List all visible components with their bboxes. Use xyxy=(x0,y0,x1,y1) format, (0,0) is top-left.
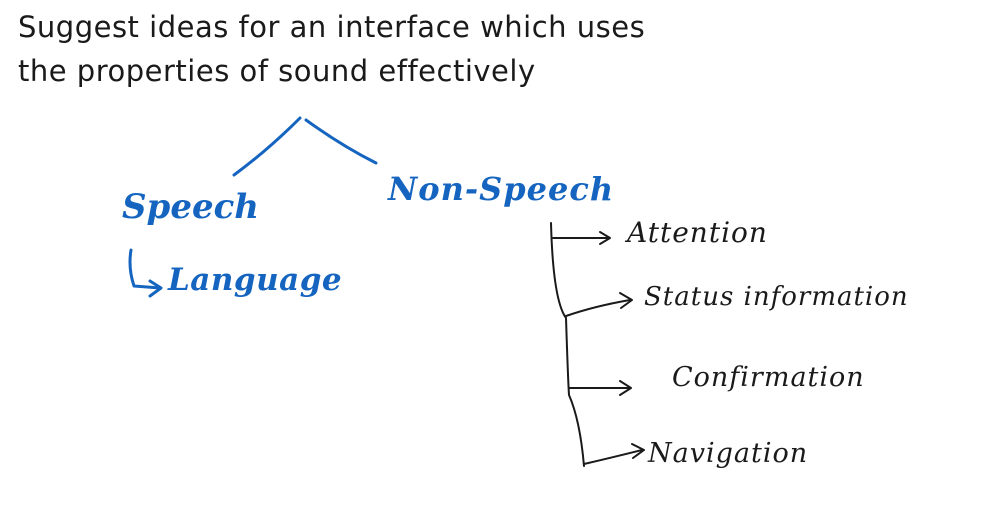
question-line-2: the properties of sound effectively xyxy=(18,54,536,88)
speech-node: Speech xyxy=(122,187,260,227)
navigation-node: Navigation xyxy=(648,438,809,469)
non-speech-node: Non-Speech xyxy=(388,170,615,208)
nonspeech-trunk xyxy=(550,222,585,467)
language-node: Language xyxy=(168,262,343,298)
arrow-status xyxy=(619,292,633,309)
speech-arrowhead xyxy=(148,279,163,298)
status-information-node: Status information xyxy=(644,282,909,312)
root-branch-left xyxy=(232,116,302,177)
arrow-confirmation xyxy=(619,380,632,396)
arrow-attention xyxy=(599,231,611,245)
speech-to-language-arrow xyxy=(128,248,162,290)
arrow-navigation xyxy=(631,443,645,459)
confirmation-node: Confirmation xyxy=(672,362,865,393)
root-branch-right xyxy=(304,118,378,165)
question-line-1: Suggest ideas for an interface which use… xyxy=(18,10,646,44)
attention-node: Attention xyxy=(627,216,768,249)
branch-status xyxy=(565,299,631,317)
branch-navigation xyxy=(583,449,643,465)
